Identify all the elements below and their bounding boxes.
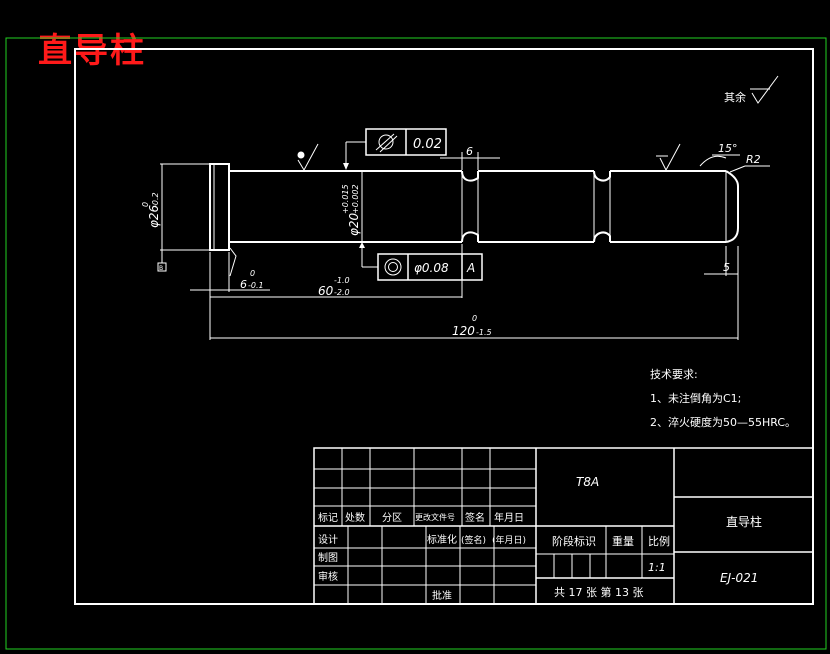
tb-weight-label: 重量: [612, 534, 634, 548]
dim-head-len-up: 0: [250, 269, 255, 278]
tb-stage-label: 阶段标识: [552, 534, 596, 548]
roughness-icon-global: [750, 75, 779, 104]
dim-120-low: -1.5: [476, 328, 492, 337]
datum-marker: B: [157, 250, 167, 272]
dim-head-dia-low: -0.2: [151, 192, 160, 208]
tb-scale: 1:1: [648, 561, 666, 574]
dim-head-len: 6: [240, 278, 247, 291]
dim-groove-width: 6: [466, 145, 473, 158]
tb-h-docno: 更改文件号: [415, 512, 455, 522]
tb-h-date: 年月日: [494, 511, 524, 524]
cylindricity-frame: 0.02: [343, 128, 447, 170]
runout-frame: φ0.08 A: [359, 242, 483, 281]
dim-head-dia: φ26: [147, 204, 161, 228]
dim-60-low: -2.0: [334, 288, 350, 297]
datum-letter: B: [159, 265, 163, 272]
outer-frame: [5, 37, 827, 650]
dim-chamfer-angle: 15°: [718, 142, 738, 155]
tb-date-paren: (年月日): [492, 534, 526, 546]
dim-120-up: 0: [472, 314, 477, 323]
tb-h-sign: 签名: [465, 511, 485, 524]
title-block: [313, 447, 814, 605]
tb-scale-label: 比例: [648, 534, 670, 548]
dim-head-len-low: -0.1: [248, 281, 264, 290]
tb-h-mark: 标记: [318, 512, 338, 524]
tb-material: T8A: [576, 475, 599, 489]
tb-sheet-info: 共 17 张 第 13 张: [554, 585, 643, 599]
tb-drawing-no: EJ-021: [720, 571, 758, 585]
roughness-icon-right: [656, 143, 681, 172]
roughness-icon-head: [229, 247, 237, 277]
title-block-text: T8A 直导柱 EJ-021 标记 处数 分区 更改文件号 签名 年月日 设计 …: [318, 475, 762, 602]
shaft-outline: [209, 163, 739, 251]
cylindricity-value: 0.02: [413, 137, 442, 152]
drawing-title-overlay: 直导柱: [38, 31, 146, 71]
surface-note: 其余: [724, 90, 746, 104]
tb-part-name: 直导柱: [726, 514, 762, 529]
tech-req-item-2: 2、淬火硬度为50—55HRC。: [650, 415, 796, 429]
tb-standard: 标准化: [427, 533, 457, 546]
tb-review: 审核: [318, 570, 338, 583]
cylindricity-icon: [375, 133, 398, 153]
dim-radius: R2: [746, 153, 761, 166]
tech-req-item-1: 1、未注倒角为C1;: [650, 391, 741, 405]
dim-end-len: 5: [723, 261, 730, 274]
tb-approve: 批准: [432, 589, 452, 602]
tb-h-zone: 分区: [382, 512, 402, 524]
dim-head-dia-up: 0: [141, 202, 150, 207]
tb-design: 设计: [318, 533, 338, 546]
tech-req-heading: 技术要求:: [650, 368, 698, 381]
dim-shaft-dia-up: +0.015: [341, 184, 350, 214]
roughness-icon-shaft: [297, 143, 319, 172]
tb-h-count: 处数: [345, 511, 365, 524]
tb-sign-paren: (签名): [461, 534, 486, 546]
dim-shaft-dia-low: +0.002: [351, 184, 360, 214]
runout-datum: A: [466, 261, 475, 275]
dim-120: 120: [452, 324, 475, 338]
runout-icon: [384, 258, 402, 276]
dim-60-up: -1.0: [334, 276, 350, 285]
dimension-texts: φ26 0 -0.2 φ20 +0.015 +0.002 6 0 -0.1 60…: [141, 142, 761, 338]
dim-60: 60: [318, 284, 334, 298]
runout-value: φ0.08: [414, 261, 449, 275]
dimension-lines: [160, 152, 770, 340]
tb-draw: 制图: [318, 551, 338, 564]
dim-shaft-dia: φ20: [347, 212, 361, 236]
